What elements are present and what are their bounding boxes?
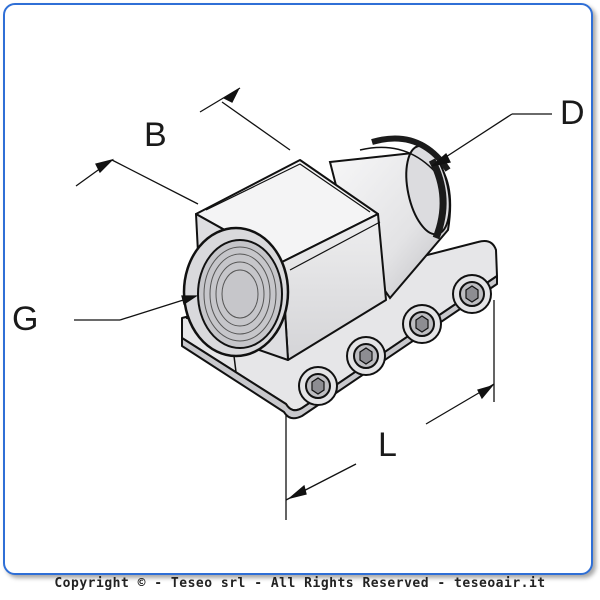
mounting-screw [452,274,492,314]
dimension-b [75,87,291,205]
mounting-screw [298,366,338,406]
dimension-label-g: G [12,300,39,338]
threaded-port [182,226,290,358]
mounting-screw [402,304,442,344]
dimension-label-l: L [378,426,397,464]
dimension-g [74,295,199,321]
mounting-screw [346,336,386,376]
copyright-notice: Copyright © - Teseo srl - All Rights Res… [54,576,546,591]
dimension-label-d: D [560,94,585,132]
dimension-label-b: B [144,116,167,154]
cylinder-body [328,135,452,300]
dimension-l [285,300,495,520]
dimension-d [431,113,552,167]
